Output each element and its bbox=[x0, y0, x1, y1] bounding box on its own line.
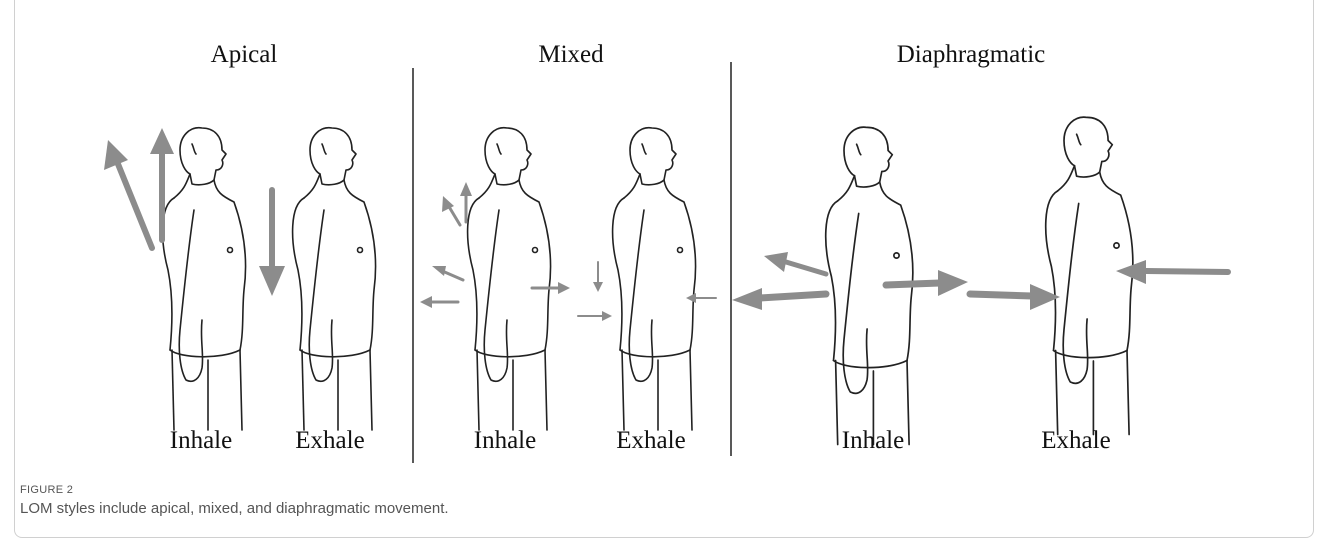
panel-title-apical: Apical bbox=[211, 41, 278, 68]
apical-exhale-label: Exhale bbox=[295, 427, 364, 454]
diaphragmatic-exhale-label: Exhale bbox=[1041, 427, 1110, 454]
figure-label: FIGURE 2 bbox=[20, 484, 73, 496]
figure-caption: LOM styles include apical, mixed, and di… bbox=[20, 500, 449, 517]
mixed-exhale-figure bbox=[613, 128, 696, 430]
apical-exhale-arrow bbox=[259, 190, 285, 296]
diaphragmatic-inhale-label: Inhale bbox=[842, 427, 904, 454]
panel-title-diaphragmatic: Diaphragmatic bbox=[897, 41, 1046, 68]
diaphragmatic-exhale-figure bbox=[1046, 117, 1133, 434]
mixed-inhale-figure bbox=[468, 128, 551, 430]
mixed-inhale-label: Inhale bbox=[474, 427, 536, 454]
panel-title-mixed: Mixed bbox=[538, 41, 604, 68]
apical-inhale-label: Inhale bbox=[170, 427, 232, 454]
apical-inhale-arrows bbox=[104, 128, 174, 248]
apical-inhale-figure bbox=[163, 128, 246, 430]
figure-illustration: Apical Mixed Diaphragmatic bbox=[0, 0, 1328, 480]
diaphragmatic-exhale-arrows bbox=[970, 260, 1228, 310]
mixed-exhale-label: Exhale bbox=[616, 427, 685, 454]
apical-exhale-figure bbox=[293, 128, 376, 430]
